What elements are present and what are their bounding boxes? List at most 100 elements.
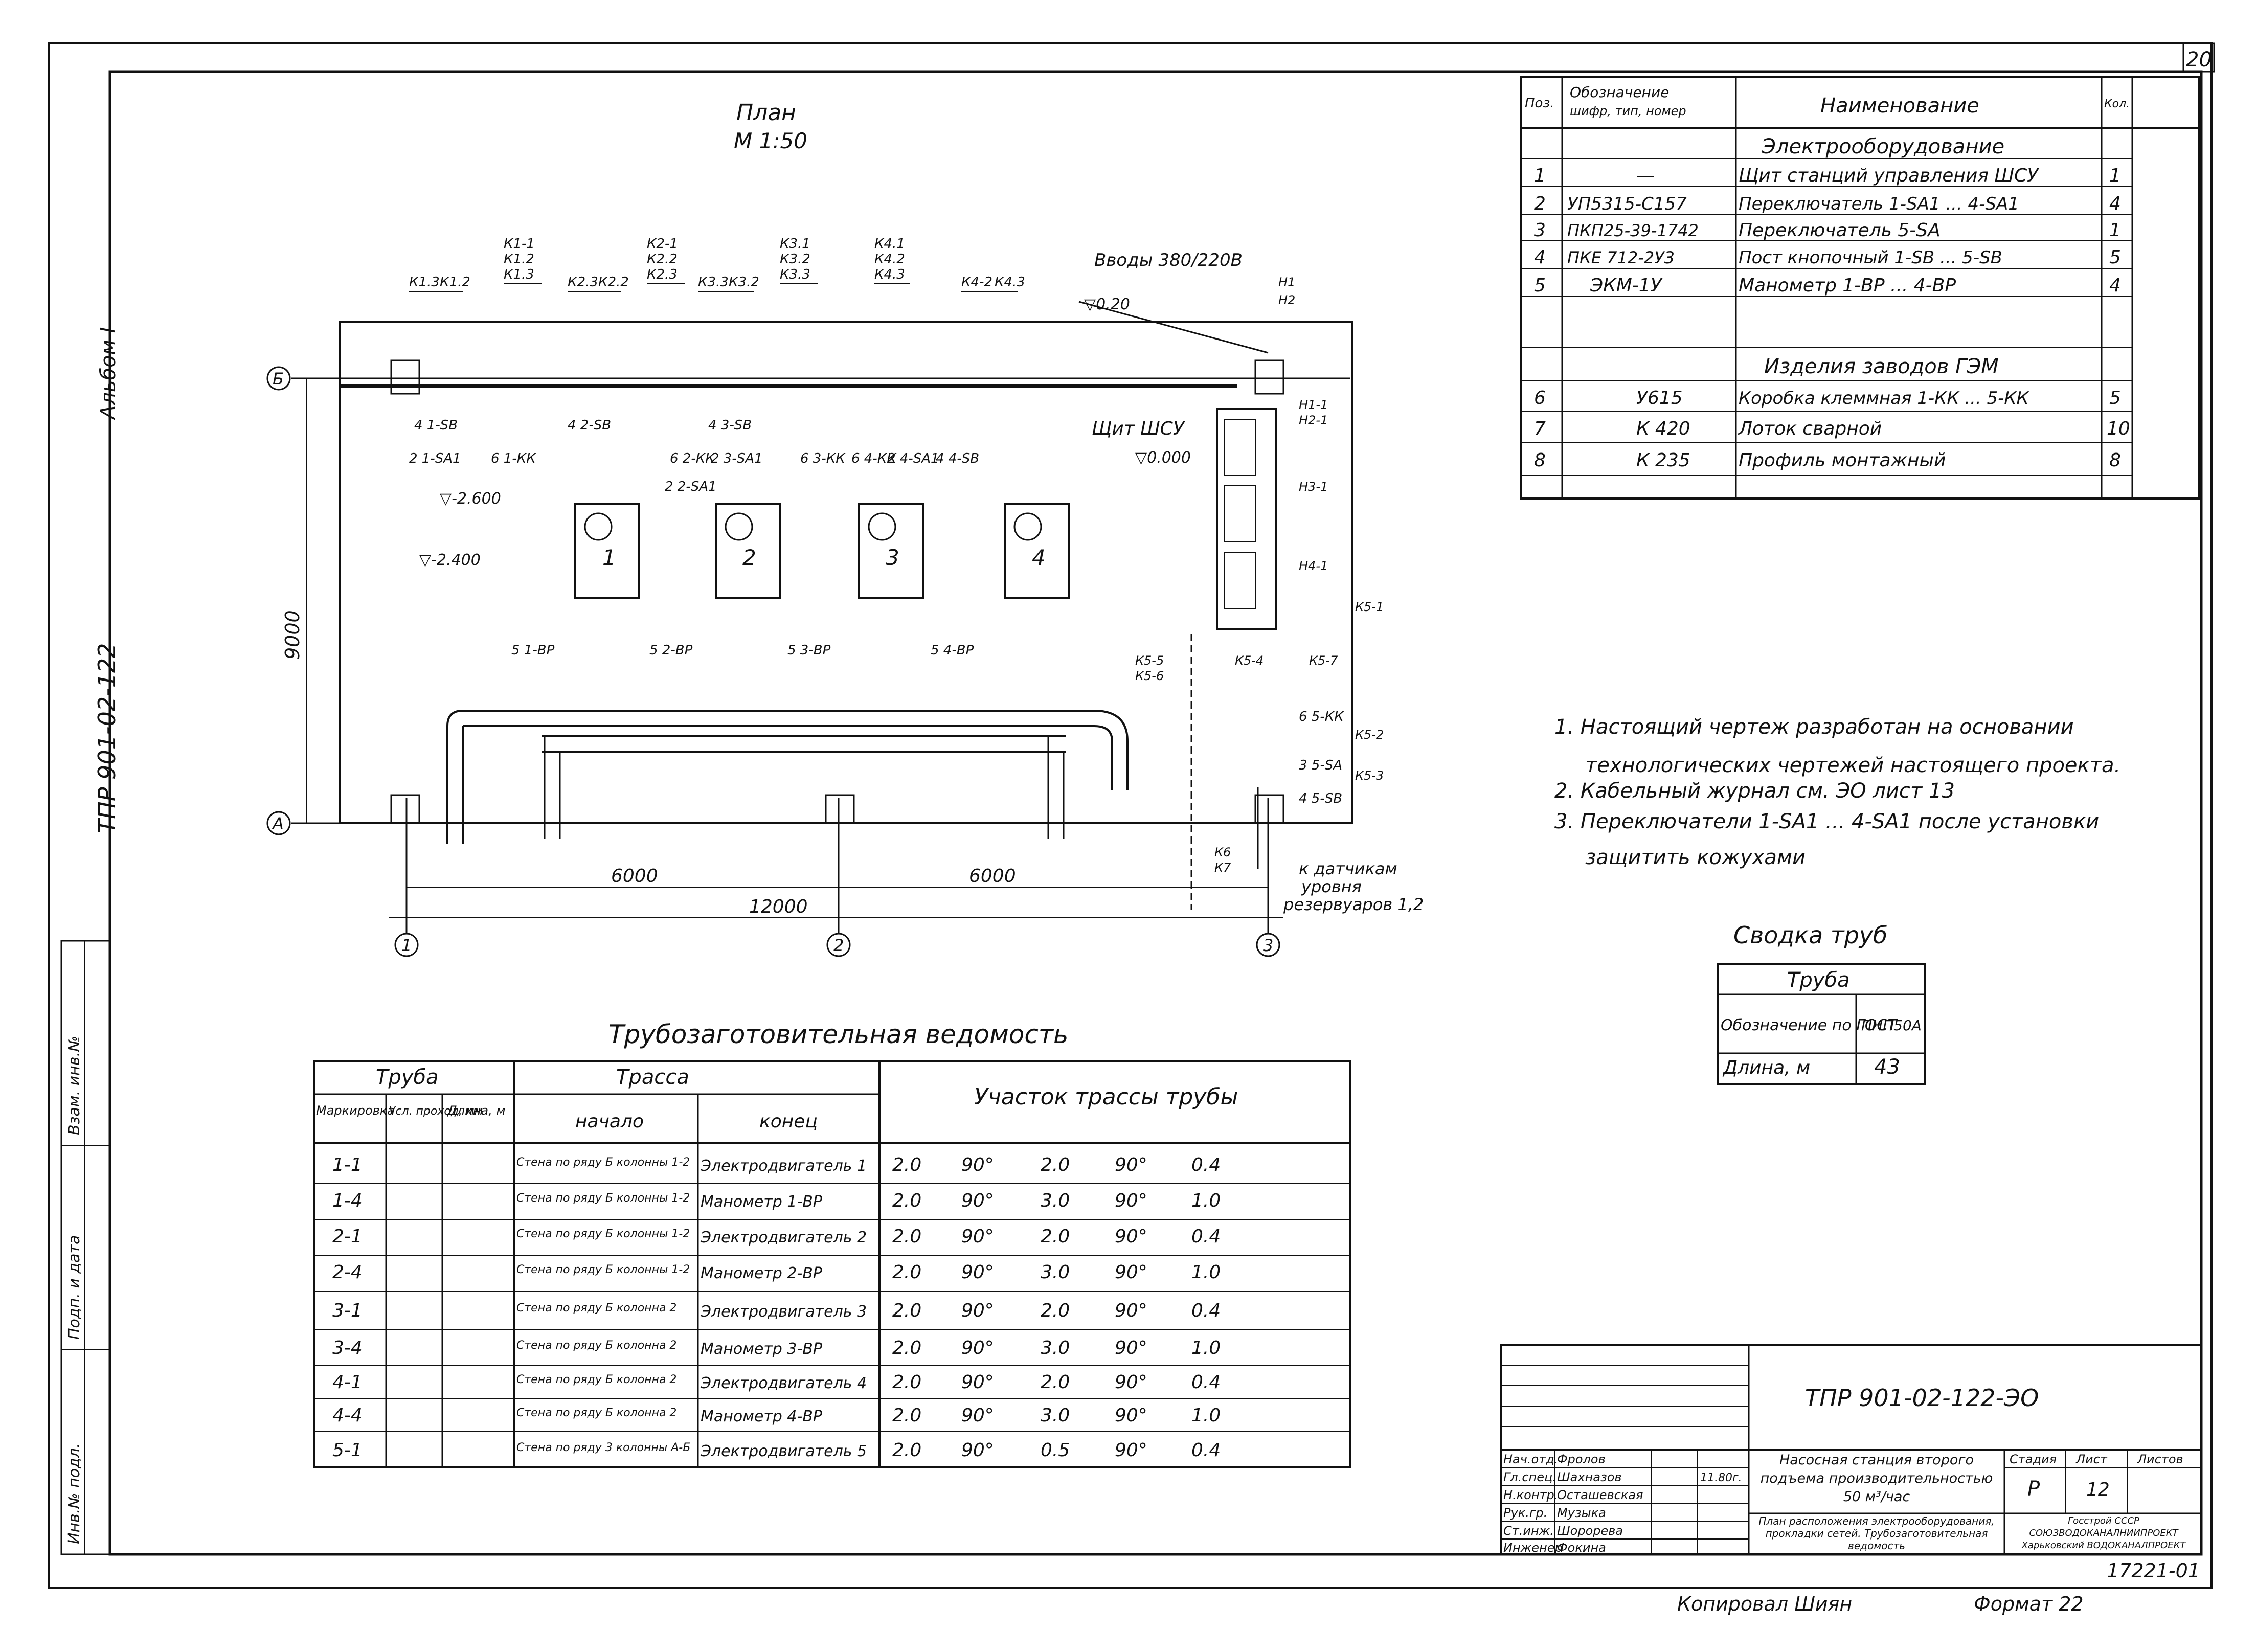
tag-14: К3.2 <box>780 252 810 267</box>
axis-bubble-2: 2 <box>826 933 851 957</box>
pl-s4: 90° <box>1115 1155 1147 1175</box>
pl-mark: 1-1 <box>332 1155 363 1175</box>
pl-s3: 3.0 <box>1041 1338 1070 1359</box>
device-19: 4 5-SB <box>1299 791 1342 806</box>
svg-text:2: 2 <box>833 936 844 955</box>
corner-number-box <box>2182 42 2215 73</box>
name-1: Фролов <box>1557 1452 1606 1466</box>
spec-r2-code: УП5315-С157 <box>1567 194 1687 214</box>
spec-r2-name: Переключатель 1-SA1 ... 4-SA1 <box>1739 194 2019 214</box>
spec-section-1: Электрооборудование <box>1761 135 2004 159</box>
pl-mark: 3-4 <box>332 1338 363 1359</box>
spec-r5-pos: 5 <box>1534 275 1546 296</box>
pipe-list-h-len: Длина, м <box>447 1103 505 1118</box>
title-block-roles: Нач.отд. Гл.спец. Н.контр. Рук.гр. Ст.ин… <box>1503 1452 1563 1555</box>
pl-start: Стена по ряду Б колонна 2 <box>516 1302 676 1315</box>
pl-s3: 2.0 <box>1041 1372 1070 1393</box>
pl-s5: 0.4 <box>1191 1155 1221 1175</box>
spec-r3-name: Переключатель 5-SA <box>1739 220 1941 241</box>
name-4: Музыка <box>1557 1506 1606 1520</box>
sheet-value: 12 <box>2086 1479 2110 1500</box>
pipe-list-h-mark: Маркировка <box>316 1103 395 1118</box>
spec-r6-pos: 6 <box>1534 388 1546 409</box>
pump-unit-3: 3 <box>858 503 924 599</box>
svg-text:4: 4 <box>1032 545 1046 570</box>
pl-s2: 90° <box>961 1372 994 1393</box>
org-box: Госстрой СССР СОЮЗВОДОКАНАЛНИИПРОЕКТ Хар… <box>2022 1515 2186 1551</box>
corner-number: 20 <box>2186 48 2212 72</box>
pl-s5: 1.0 <box>1191 1262 1221 1283</box>
spec-r2-qty: 4 <box>2109 193 2121 214</box>
dim-total: 12000 <box>749 896 808 917</box>
tag-19: К4-2 <box>961 275 992 290</box>
pipes-summary-value-1: ПНП50А <box>1861 1017 1922 1034</box>
note-3: 2. Кабельный журнал см. ЭО лист 13 <box>1554 779 1955 803</box>
pipes-summary-value-2: 43 <box>1874 1055 1900 1079</box>
pl-s3: 3.0 <box>1041 1190 1070 1211</box>
tag-16: К4.1 <box>874 236 905 252</box>
title-block-lines <box>1501 1365 1749 1540</box>
pl-s3: 2.0 <box>1041 1155 1070 1175</box>
pl-mark: 3-1 <box>332 1300 363 1321</box>
spec-section-2: Изделия заводов ГЭМ <box>1764 355 1999 378</box>
left-stamp-column <box>60 940 111 1555</box>
pl-s5: 1.0 <box>1191 1190 1221 1211</box>
sensor-note-3: резервуаров 1,2 <box>1283 895 1424 914</box>
pl-end: Манометр 1-ВР <box>701 1193 823 1211</box>
spec-r3-pos: 3 <box>1534 220 1546 241</box>
device-12: 4 4-SB <box>936 451 979 466</box>
table-row: 5-1 Стена по ряду 3 колонны А-Б Электрод… <box>332 1440 1221 1461</box>
note-5: защитить кожухами <box>1585 846 1806 869</box>
shield-panel-inner-1 <box>1224 419 1256 476</box>
pl-s4: 90° <box>1115 1190 1147 1211</box>
shield-panel-inner-3 <box>1224 552 1256 609</box>
pump-unit-4: 4 <box>1004 503 1070 599</box>
pl-s1: 2.0 <box>892 1262 921 1283</box>
spec-r4-name: Пост кнопочный 1-SB ... 5-SB <box>1739 247 2002 268</box>
device-8: 2 3-SA1 <box>711 451 763 466</box>
spec-h-code: Обозначение <box>1570 84 1669 101</box>
spec-r1-code: — <box>1636 165 1655 186</box>
title-block-names: Фролов Шахназов Осташевская Музыка Шорор… <box>1557 1452 1643 1555</box>
table-row: 1-1 Стена по ряду Б колонны 1-2 Электрод… <box>332 1155 1221 1175</box>
pl-start: Стена по ряду Б колонна 2 <box>516 1407 676 1419</box>
level-1: ▽0.20 <box>1084 296 1130 313</box>
pl-s1: 2.0 <box>892 1372 921 1393</box>
side-project-code: ТПР 901-02-122 <box>93 643 121 833</box>
pl-mark: 2-1 <box>332 1226 363 1247</box>
tag-5: К1.3 <box>504 267 534 282</box>
pl-end: Электродвигатель 1 <box>700 1157 867 1175</box>
device-16: 5 4-ВР <box>931 643 974 658</box>
spec-rows-1: 1 — Щит станций управления ШСУ 1 2 УП531… <box>1534 165 2121 296</box>
name-2: Шахназов <box>1557 1470 1622 1484</box>
device-13: 5 1-ВР <box>511 643 555 658</box>
notes: 1. Настоящий чертеж разработан на основа… <box>1554 715 2120 869</box>
pl-end: Манометр 3-ВР <box>701 1340 823 1358</box>
right-tag-3: Н1-1 <box>1299 398 1328 412</box>
pl-s2: 90° <box>961 1155 994 1175</box>
tag-11: К3.3 <box>698 275 729 290</box>
device-11: 2 4-SA1 <box>887 451 939 466</box>
plan-title: План <box>736 100 796 126</box>
pipe-list-grid <box>313 1060 1351 1468</box>
pipe-list-rows: 1-1 Стена по ряду Б колонны 1-2 Электрод… <box>332 1155 1221 1461</box>
table-row: 3-1 Стена по ряду Б колонна 2 Электродви… <box>332 1300 1221 1321</box>
input-cable <box>1078 301 1269 354</box>
pl-s1: 2.0 <box>892 1155 921 1175</box>
sheet-title-box: План расположения электрооборудования, п… <box>1758 1515 1994 1552</box>
pl-end: Электродвигатель 2 <box>700 1229 867 1247</box>
dim-vertical: 9000 <box>281 610 304 660</box>
role-2: Гл.спец. <box>1503 1470 1556 1484</box>
pl-s3: 2.0 <box>1041 1300 1070 1321</box>
pl-s3: 3.0 <box>1041 1405 1070 1426</box>
svg-text:3: 3 <box>886 545 899 570</box>
bottom-copier: Копировал Шиян <box>1677 1593 1852 1615</box>
right-tag-14: К6 <box>1214 845 1231 859</box>
right-tag-8: К5-2 <box>1355 728 1384 742</box>
spec-r6-code: У615 <box>1636 388 1683 409</box>
pl-s4: 90° <box>1115 1338 1147 1359</box>
device-3: 6 1-КК <box>491 451 536 466</box>
tag-6: К2.3 <box>568 275 598 290</box>
tag-8: К2-1 <box>647 236 678 252</box>
